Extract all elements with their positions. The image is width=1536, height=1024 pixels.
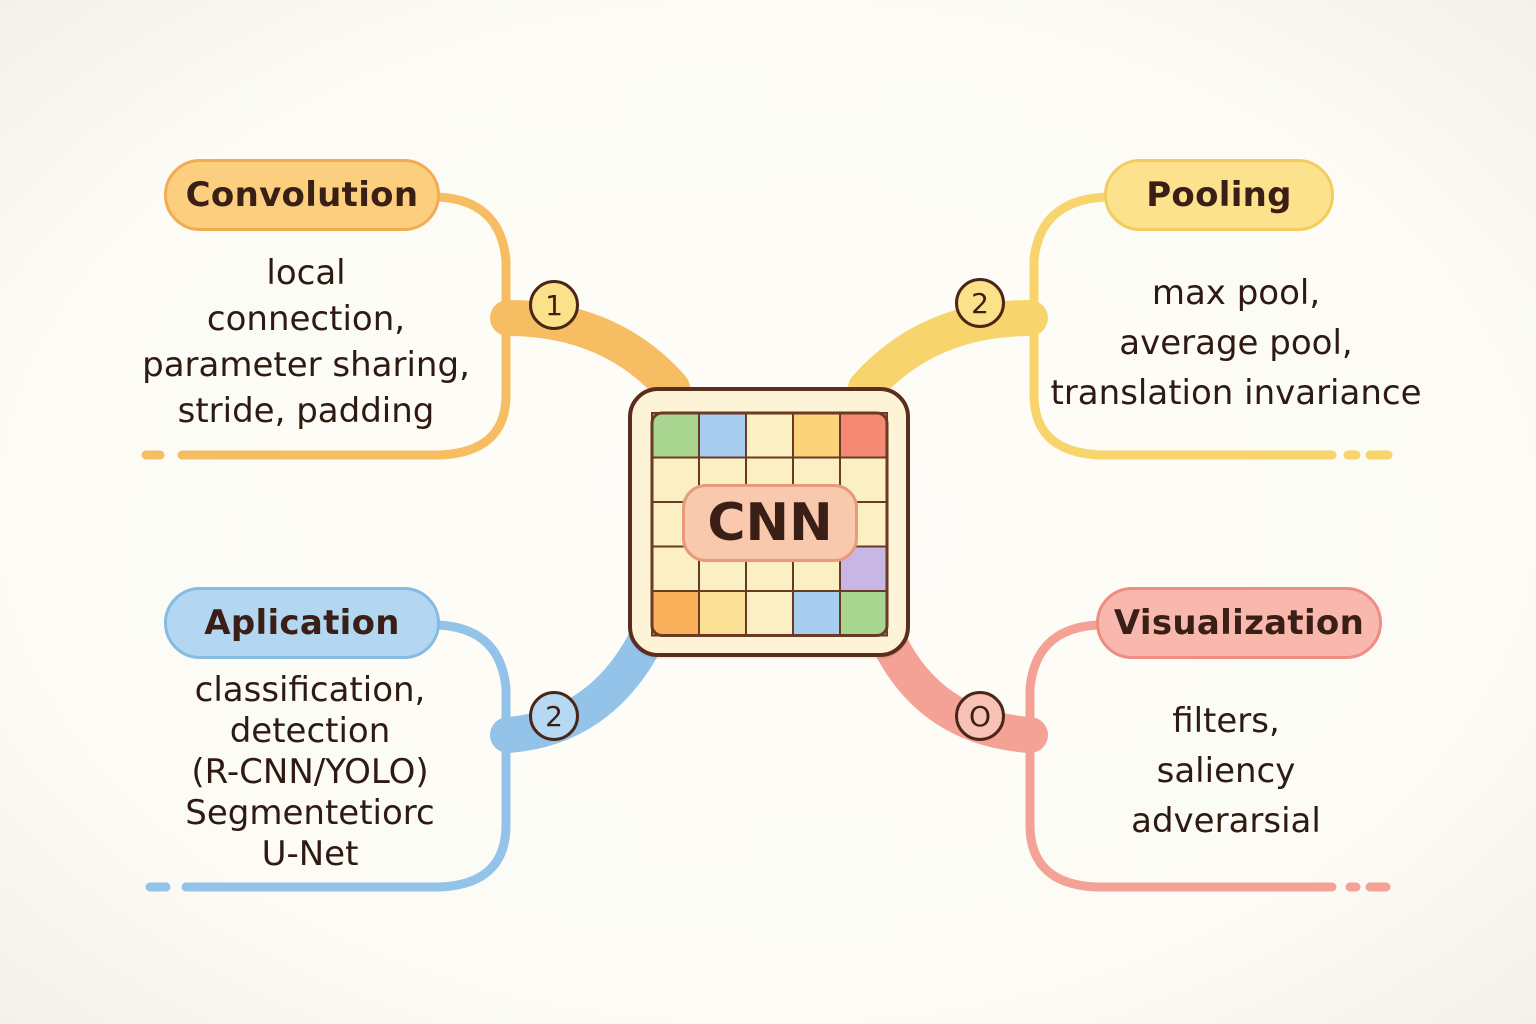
convolution-line: local: [266, 253, 346, 293]
cnn-center-node[interactable]: CNN: [628, 387, 910, 657]
pooling-line: max pool,: [1151, 273, 1321, 313]
grid-cell: [745, 412, 794, 459]
pooling-title: Pooling: [1146, 175, 1292, 215]
pooling-node[interactable]: Pooling: [1104, 159, 1334, 231]
application-node[interactable]: Aplication: [164, 587, 440, 659]
application-line: U-Net: [261, 834, 359, 874]
convolution-line: stride, padding: [177, 391, 435, 431]
visualization-badge: O: [955, 691, 1005, 741]
convolution-badge-label: 1: [545, 288, 563, 322]
pooling-badge: 2: [955, 278, 1005, 328]
grid-cell: [745, 590, 794, 637]
visualization-line: adverarsial: [1131, 801, 1321, 841]
application-line: Segmentetiorc: [185, 793, 435, 833]
pooling-badge-label: 2: [971, 286, 989, 320]
pooling-line: average pool,: [1119, 323, 1353, 363]
grid-cell: [651, 412, 700, 459]
application-line: detection: [229, 711, 391, 751]
grid-cell: [839, 412, 888, 459]
visualization-line: saliency: [1156, 751, 1296, 791]
visualization-title: Visualization: [1113, 603, 1365, 643]
application-badge-label: 2: [545, 699, 563, 733]
cnn-label: CNN: [682, 484, 858, 562]
grid-cell: [651, 590, 700, 637]
grid-cell: [792, 412, 841, 459]
application-title: Aplication: [204, 603, 400, 643]
convolution-node[interactable]: Convolution: [164, 159, 440, 231]
pooling-description: max pool, average pool, translation inva…: [1050, 268, 1422, 418]
convolution-line: parameter sharing,: [142, 345, 470, 385]
visualization-badge-label: O: [968, 699, 992, 733]
application-badge: 2: [529, 691, 579, 741]
grid-frame: [650, 411, 889, 637]
grid-cell: [698, 590, 747, 637]
convolution-badge: 1: [529, 280, 579, 330]
application-description: classification, detection (R-CNN/YOLO) S…: [150, 670, 470, 875]
visualization-description: filters, saliency adverarsial: [1106, 696, 1346, 846]
application-line: classification,: [194, 670, 426, 710]
convolution-title: Convolution: [185, 175, 419, 215]
application-connector: [145, 620, 664, 892]
grid-cell: [839, 590, 888, 637]
grid-cell: [792, 590, 841, 637]
convolution-line: connection,: [206, 299, 406, 339]
convolution-connector: [141, 192, 690, 460]
visualization-connector: [870, 620, 1391, 892]
pooling-line: translation invariance: [1050, 373, 1422, 413]
grid-cell: [698, 412, 747, 459]
application-line: (R-CNN/YOLO): [191, 752, 429, 792]
visualization-node[interactable]: Visualization: [1096, 587, 1382, 659]
convolution-description: local connection, parameter sharing, str…: [140, 250, 472, 434]
pooling-connector: [848, 192, 1393, 460]
visualization-line: filters,: [1172, 701, 1280, 741]
cnn-label-text: CNN: [707, 493, 833, 553]
